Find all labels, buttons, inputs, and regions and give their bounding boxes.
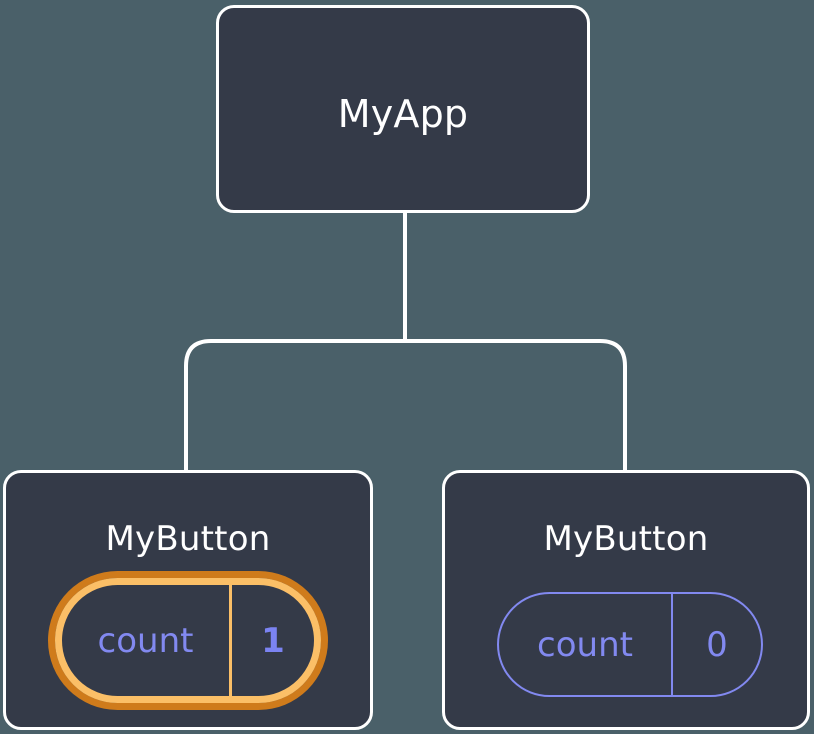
node-mybutton-right-title: MyButton	[543, 519, 709, 559]
state-value-left: 1	[261, 620, 285, 661]
state-pill-right[interactable]: count 0	[497, 592, 763, 697]
state-value-right: 0	[706, 624, 728, 665]
node-mybutton-left-title: MyButton	[105, 519, 271, 559]
state-pill-divider-right	[671, 594, 673, 695]
state-key-right: count	[537, 624, 633, 665]
state-pill-left[interactable]: count 1	[55, 578, 321, 703]
node-mybutton-right[interactable]: MyButton count 0	[442, 470, 810, 730]
connector-branch-bar	[184, 339, 627, 472]
state-key-left: count	[97, 620, 194, 661]
state-pill-divider-left	[229, 585, 232, 696]
node-myapp-title: MyApp	[337, 92, 469, 136]
node-mybutton-left[interactable]: MyButton count 1	[3, 470, 373, 730]
node-myapp[interactable]: MyApp	[216, 5, 590, 213]
